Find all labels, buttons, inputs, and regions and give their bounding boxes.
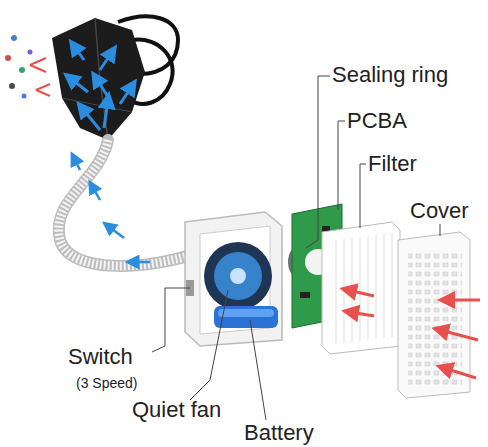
leader-lines: [152, 76, 440, 420]
air-tube: [59, 140, 200, 266]
part-label: Cover: [410, 200, 469, 222]
mask: [52, 16, 178, 140]
part-label: Battery: [244, 422, 314, 444]
part-label: Sealing ring: [332, 64, 448, 86]
part-label: (3 Speed): [76, 376, 137, 390]
part-label: Filter: [368, 153, 417, 175]
germ-particles: [5, 35, 50, 99]
part-label: PCBA: [347, 110, 407, 132]
filter: [322, 222, 400, 354]
part-label: Switch: [68, 346, 133, 368]
airflow-arrows: [348, 290, 480, 378]
part-label: Quiet fan: [132, 399, 221, 421]
device-housing: [185, 212, 282, 346]
